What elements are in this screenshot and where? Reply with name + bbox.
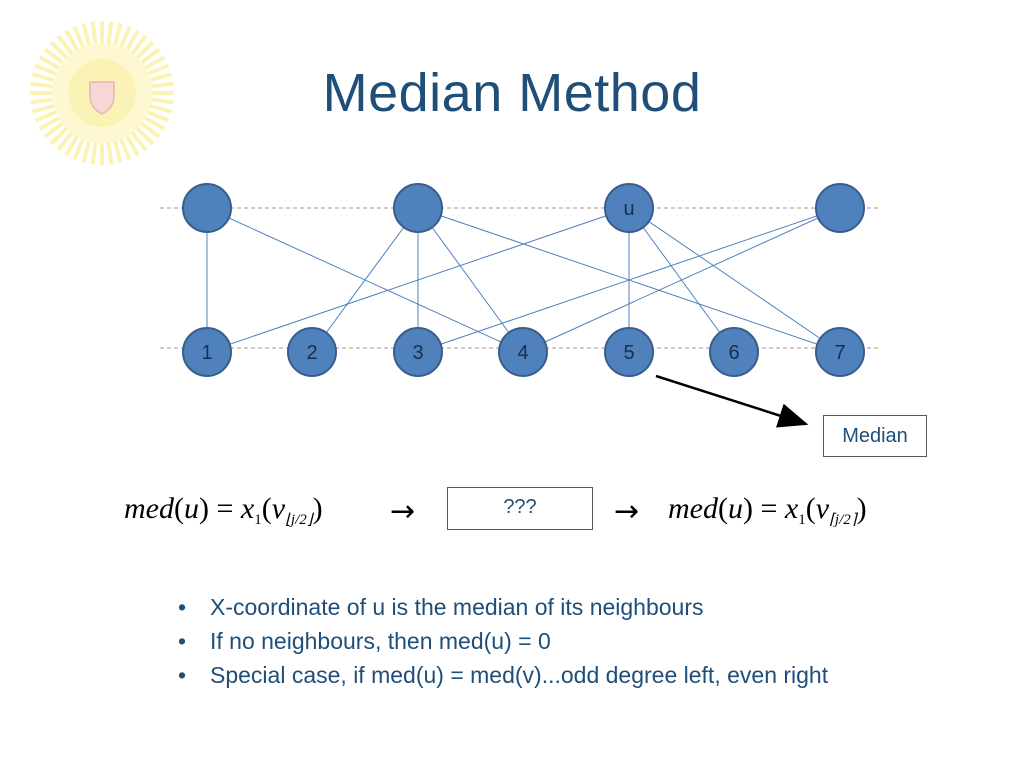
top-node [393,183,443,233]
bottom-node: 4 [498,327,548,377]
bullet-dot-icon: • [178,628,187,654]
bottom-node: 3 [393,327,443,377]
top-node: u [604,183,654,233]
node-label: 1 [201,342,212,364]
formula-index-floor: ⌊j/2⌋ [285,512,313,528]
bottom-node: 7 [815,327,865,377]
graph-edge [417,207,841,353]
formula-index-ceil: ⌈j/2⌉ [829,512,857,528]
formula-x: x [240,492,255,525]
formula-x-sub: 1 [798,512,806,528]
formula-x-sub: 1 [254,512,262,528]
bottom-node: 6 [709,327,759,377]
bottom-node: 1 [182,327,232,377]
formula-v: v [271,492,286,525]
node-label: 4 [517,342,528,364]
node-label: 3 [412,342,423,364]
formula-v: v [815,492,830,525]
graph-edge [417,207,524,353]
bullet-list: •X-coordinate of u is the median of its … [178,590,828,692]
graph-edge [628,207,841,353]
university-seal-logo [30,21,174,165]
formula-ceil: med(u) = x1(v⌈j/2⌉) [668,492,867,528]
formula-lhs: med [668,492,718,525]
graph-edge [206,207,630,353]
median-label-box: Median [823,415,927,457]
node-label: 2 [306,342,317,364]
formula-floor: med(u) = x1(v⌊j/2⌋) [124,492,323,528]
top-node [182,183,232,233]
bottom-node: 2 [287,327,337,377]
left-right-arrow-icon: → [390,494,416,529]
graph-edge [522,207,841,353]
bottom-node: 5 [604,327,654,377]
median-arrow [655,374,809,428]
node-label: 7 [834,342,845,364]
formula-var: u [727,492,743,525]
node-label: u [623,198,634,220]
bullet-dot-icon: • [178,594,187,620]
formula-lhs: med [124,492,174,525]
formula-var: u [183,492,199,525]
page-title: Median Method [322,63,702,123]
node-label: 5 [623,342,634,364]
graph-edge [311,207,419,353]
unknown-box: ??? [447,487,593,530]
right-arrow-icon: → [614,494,640,529]
node-label: 6 [728,342,739,364]
bullet-dot-icon: • [178,662,187,688]
formula-x: x [784,492,799,525]
bullet-item: •If no neighbours, then med(u) = 0 [178,624,828,658]
bullet-item: •X-coordinate of u is the median of its … [178,590,828,624]
bipartite-graph: u 1 2 3 4 5 6 7 [160,183,880,428]
bullet-item: •Special case, if med(u) = med(v)...odd … [178,658,828,692]
top-node [815,183,865,233]
